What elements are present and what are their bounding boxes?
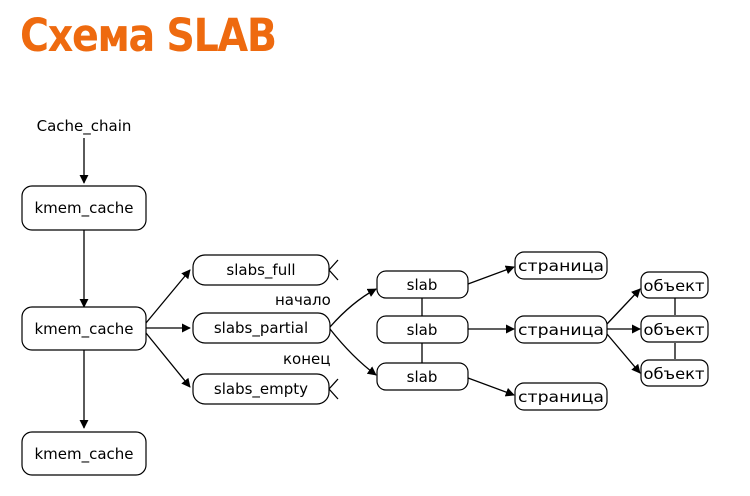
page-label-3: страница: [518, 388, 604, 406]
page-node-3: страница: [514, 382, 608, 411]
end-label: конец: [283, 350, 330, 368]
cache-chain-label: Cache_chain: [37, 117, 132, 136]
arrow-page2-to-obj3: [606, 333, 641, 374]
kmem-cache-label-2: kmem_cache: [34, 320, 133, 339]
slab-node-3: slab: [376, 362, 469, 391]
object-label-1: объект: [644, 277, 705, 295]
arrow-to-slabs-full: [145, 269, 191, 324]
arrow-partial-to-slab3: [329, 328, 377, 376]
kmem-cache-label-3: kmem_cache: [34, 445, 133, 464]
connectors: [79, 138, 676, 429]
arrow-slab3-to-page3: [467, 377, 515, 397]
page-node-1: страница: [514, 251, 608, 280]
slab-node-1: slab: [376, 270, 469, 299]
object-label-3: объект: [644, 365, 705, 383]
object-label-2: объект: [644, 321, 705, 339]
kmem-cache-label-1: kmem_cache: [34, 199, 133, 218]
arrow-partial-to-slab1: [329, 288, 377, 328]
page-label-1: страница: [518, 257, 604, 275]
slabs-partial-node: slabs_partial: [192, 312, 331, 344]
slab-node-2: slab: [376, 315, 469, 344]
slabs-partial-label: slabs_partial: [214, 319, 308, 338]
empty-end-mark: [328, 378, 339, 400]
kmem-cache-node-2: kmem_cache: [21, 306, 147, 351]
page-node-2: страница: [514, 315, 608, 344]
object-node-1: объект: [640, 271, 709, 299]
kmem-cache-node-3: kmem_cache: [21, 431, 147, 476]
slab-label-2: slab: [407, 321, 438, 339]
arrow-to-slabs-empty: [145, 332, 191, 388]
slabs-empty-label: slabs_empty: [214, 380, 308, 399]
arrow-page2-to-obj1: [606, 288, 641, 325]
full-end-mark: [328, 259, 339, 281]
start-label: начало: [275, 291, 331, 309]
object-node-2: объект: [640, 315, 709, 343]
slab-label-3: slab: [407, 368, 438, 386]
slabs-empty-node: slabs_empty: [192, 373, 330, 405]
slabs-full-label: slabs_full: [226, 261, 295, 280]
page-label-2: страница: [518, 321, 604, 339]
kmem-cache-node-1: kmem_cache: [21, 185, 147, 231]
page-title: Схема SLAB: [20, 9, 277, 62]
slab-label-1: slab: [407, 276, 438, 294]
object-node-3: объект: [640, 359, 709, 387]
slabs-full-node: slabs_full: [192, 254, 330, 286]
arrow-slab1-to-page1: [467, 265, 515, 285]
